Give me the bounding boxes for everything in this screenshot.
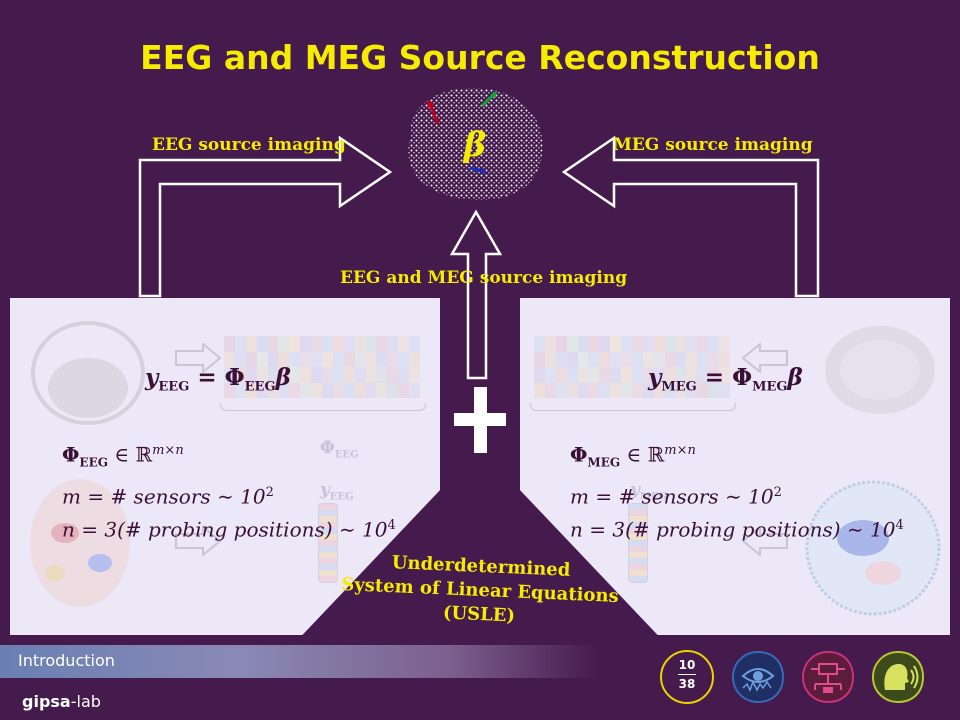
meg-definitions: ΦMEG ∈ ℝm×n m = # sensors ∼ 102 n = 3(# … <box>570 436 904 545</box>
eeg-def-n: n = 3(# probing positions) ∼ 104 <box>62 511 396 545</box>
meg-def-n: n = 3(# probing positions) ∼ 104 <box>570 511 904 545</box>
eeg-def-space-sup: m×n <box>152 443 184 458</box>
meg-def-m-sup: 2 <box>773 484 782 500</box>
footer-section-bar <box>0 645 600 678</box>
eeg-leadfield-matrix <box>224 336 420 398</box>
page-counter[interactable]: 10 38 <box>660 650 714 704</box>
joint-imaging-label: EEG and MEG source imaging <box>340 268 628 288</box>
eeg-matrix-bracket <box>220 403 426 411</box>
eeg-def-phi-symbol: Φ <box>62 442 80 467</box>
meg-def-phi-symbol: Φ <box>570 442 588 467</box>
eeg-imaging-label: EEG source imaging <box>152 135 346 155</box>
meg-def-n-text: n = 3(# probing positions) ∼ 10 <box>570 517 896 542</box>
eeg-arrow <box>138 135 393 298</box>
eeg-def-n-text: n = 3(# probing positions) ∼ 10 <box>62 517 388 542</box>
eeg-faint-phi: ΦEEG <box>320 438 359 460</box>
eeg-faint-arrow-2 <box>175 526 221 556</box>
eeg-faint-y-symbol: y <box>320 480 330 500</box>
eeg-faint-y-sub: EEG <box>329 491 354 503</box>
meg-def-space-sup: m×n <box>664 443 696 458</box>
eeg-definitions: ΦEEG ∈ ℝm×n m = # sensors ∼ 102 n = 3(# … <box>62 436 396 545</box>
eeg-faint-phi-sub: EEG <box>334 449 359 461</box>
brand-logo: gipsa-lab <box>22 692 101 711</box>
meg-eq-y: y <box>648 364 662 391</box>
slide-title: EEG and MEG Source Reconstruction <box>140 38 820 77</box>
eeg-eq-phi: Φ <box>224 364 245 391</box>
meg-def-n-sup: 4 <box>895 518 904 534</box>
page-total: 38 <box>678 677 696 691</box>
eeg-topomap <box>30 479 130 607</box>
meg-imaging-label: MEG source imaging <box>613 135 813 155</box>
meg-eq-y-sub: MEG <box>661 379 697 395</box>
meg-topomap <box>805 480 941 616</box>
page-current: 10 <box>678 658 696 672</box>
meg-eq-phi-sub: MEG <box>752 379 788 395</box>
meg-eq-phi: Φ <box>732 364 753 391</box>
meg-equation: yMEG = ΦMEGβ <box>648 364 803 395</box>
eeg-def-m: m = # sensors ∼ 102 <box>62 478 396 512</box>
section-label[interactable]: Introduction <box>18 651 115 670</box>
eeg-def-n-sup: 4 <box>387 518 396 534</box>
meg-faint-arrow-2 <box>742 526 788 556</box>
eeg-def-m-sup: 2 <box>265 484 274 500</box>
eeg-equation: yEEG = ΦEEGβ <box>145 364 291 395</box>
eeg-eq-y-sub: EEG <box>158 379 190 395</box>
eeg-eq-y: y <box>145 364 159 391</box>
beta-symbol: β <box>462 125 487 165</box>
brain-figure: β <box>408 88 543 200</box>
meg-eq-beta: β <box>787 364 803 391</box>
eeg-eq-phi-sub: EEG <box>244 379 276 395</box>
eeg-faint-y: yEEG <box>320 480 354 502</box>
eeg-faint-phi-symbol: Φ <box>320 438 335 458</box>
joint-arrow <box>449 209 503 380</box>
meg-def-space: ∈ ℝ <box>620 442 665 467</box>
meg-faint-arrow-1 <box>742 343 788 373</box>
meg-vector-column <box>628 503 648 583</box>
meg-head-icon <box>825 326 935 414</box>
eeg-def-phi: ΦEEG ∈ ℝm×n <box>62 436 396 478</box>
eeg-eq-beta: β <box>275 364 291 391</box>
meg-def-phi-sub: MEG <box>587 455 621 470</box>
meg-faint-y: yMEG <box>630 480 667 502</box>
eeg-vector-column <box>318 503 338 583</box>
meg-arrow <box>561 135 820 298</box>
eeg-faint-arrow-1 <box>175 343 221 373</box>
eeg-head-icon <box>31 321 145 425</box>
page-divider <box>678 674 696 675</box>
circuit-icon[interactable] <box>801 650 855 704</box>
eeg-def-space: ∈ ℝ <box>107 442 153 467</box>
eeg-def-phi-sub: EEG <box>79 455 108 470</box>
plus-sign <box>454 387 506 453</box>
meg-def-m-text: m = # sensors ∼ 10 <box>570 484 774 509</box>
meg-faint-y-sub: MEG <box>639 491 668 503</box>
eye-icon[interactable] <box>731 650 785 704</box>
meg-matrix-bracket <box>530 403 736 411</box>
meg-faint-y-symbol: y <box>630 480 640 500</box>
meg-def-m: m = # sensors ∼ 102 <box>570 478 904 512</box>
head-sound-icon[interactable] <box>871 650 925 704</box>
eeg-panel: ΦEEG yEEG yEEG = ΦEEGβ ΦEEG ∈ ℝm×n m = #… <box>10 298 440 635</box>
brand-bold: gipsa <box>22 692 71 711</box>
brand-rest: -lab <box>70 692 101 711</box>
meg-leadfield-matrix <box>534 336 730 398</box>
meg-def-phi: ΦMEG ∈ ℝm×n <box>570 436 904 478</box>
eeg-def-m-text: m = # sensors ∼ 10 <box>62 484 266 509</box>
usle-label: Underdetermined System of Linear Equatio… <box>329 548 632 633</box>
